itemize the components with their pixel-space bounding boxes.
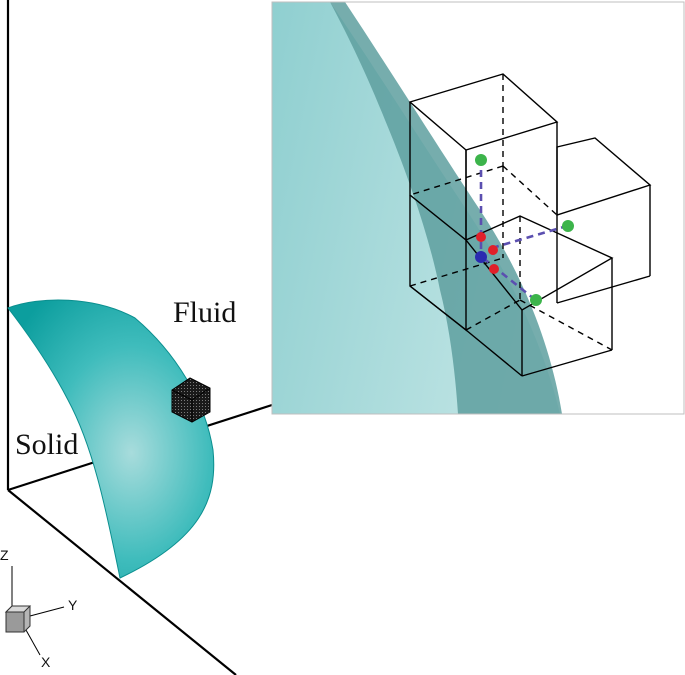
inset-border [271,1,685,415]
red-point-2 [488,245,498,255]
triad-cube-icon [4,605,32,633]
green-point-lower [530,294,542,306]
stencil-points [475,154,574,306]
blue-point [475,251,487,263]
mesh-cube-marker [171,377,211,423]
zoom-inset-panel [271,1,685,415]
solid-shell-surface [7,299,215,579]
inset-surface-edge-band [330,2,562,414]
depth-axis-line [7,489,237,675]
triad-z-label: Z [0,547,9,563]
solid-label: Solid [15,428,78,461]
triad-x-label: X [41,654,51,670]
triad-y-label: Y [68,597,78,613]
fluid-label: Fluid [173,296,236,329]
green-point-top [475,154,487,166]
stencil-cubes [408,73,652,377]
red-point-3 [489,264,499,274]
green-point-right [562,220,574,232]
red-point-1 [476,232,486,242]
orientation-triad: Z Y X [0,547,78,670]
